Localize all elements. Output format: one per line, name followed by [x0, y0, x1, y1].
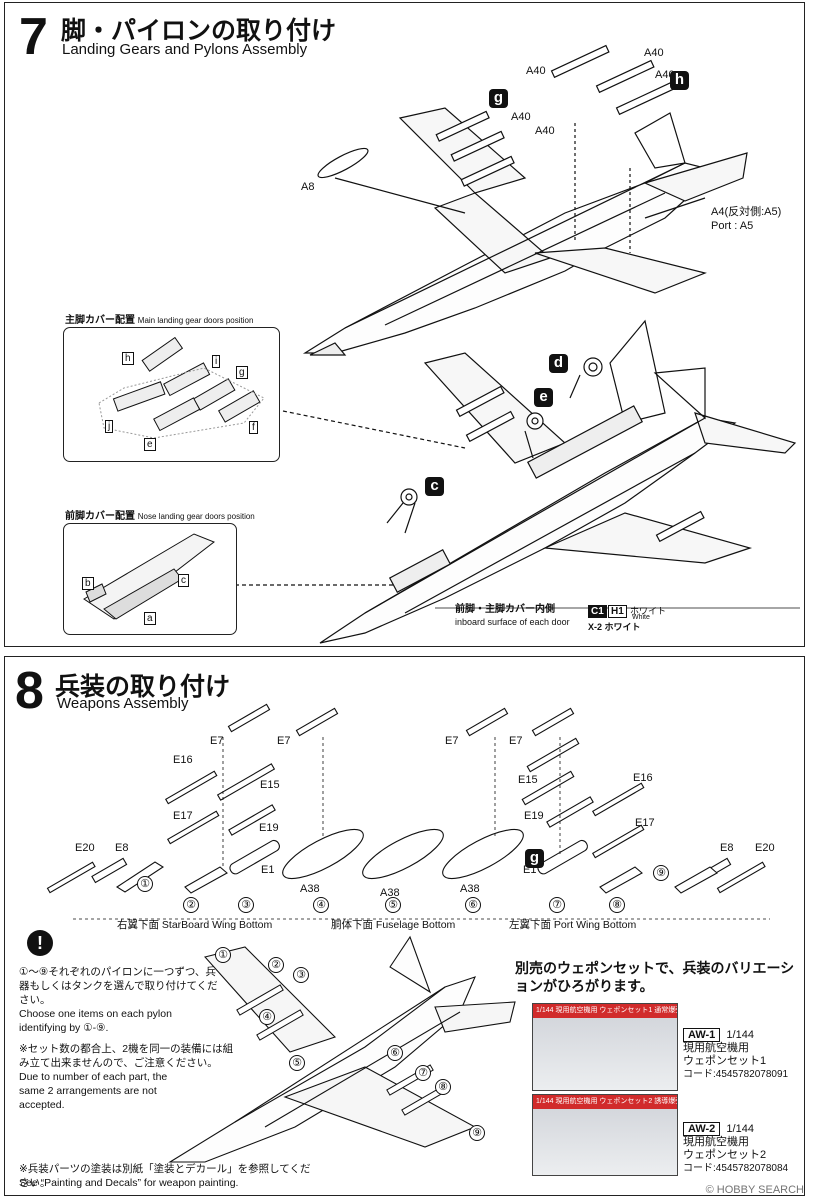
note3-en: See “Painting and Decals” for weapon pai… [19, 1177, 239, 1189]
part-e7: E7 [509, 735, 523, 747]
step7-panel: 7 脚・パイロンの取り付け Landing Gears and Pylons A… [4, 2, 805, 647]
main-doors-box: h i g j e f [63, 327, 280, 462]
aircraft-pylon-4: ④ [259, 1009, 275, 1025]
aircraft-pylon-1: ① [215, 947, 231, 963]
pylon-1: ① [137, 876, 153, 892]
badge-d: d [549, 354, 568, 373]
part-port-a5: Port : A5 [711, 220, 754, 232]
pylon-9: ⑨ [653, 865, 669, 881]
part-e7: E7 [445, 735, 459, 747]
part-e8: E8 [720, 842, 734, 854]
pylon-7: ⑦ [549, 897, 565, 913]
main-doors-title: 主脚カバー配置 Main landing gear doors position [65, 315, 254, 326]
note2-ja: ※セット数の都合上、2機を同一の装備には組み立て出来ませんので、ご注意ください。 [19, 1043, 234, 1069]
part-a40: A40 [655, 69, 675, 81]
pylon-5: ⑤ [385, 897, 401, 913]
note1-en: Choose one items on each pylon identifyi… [19, 1008, 172, 1034]
part-a8: A8 [301, 181, 315, 193]
warning-icon: ! [27, 930, 53, 956]
badge-g: g [489, 89, 508, 108]
paint-white-ja: ホワイト [630, 606, 667, 616]
step8-drawing [46, 703, 770, 1163]
part-e19: E19 [259, 822, 279, 834]
zone-port: 左翼下面 Port Wing Bottom [509, 919, 637, 931]
part-e17: E17 [173, 810, 193, 822]
step8-title-ja: 兵装の取り付け [55, 673, 231, 701]
paint-h1: H1 [608, 605, 627, 618]
part-e16: E16 [633, 772, 653, 784]
note1-ja: ①～⑨それぞれのパイロンに一つずつ、兵器もしくはタンクを選んで取り付けてください… [19, 966, 218, 1006]
nose-doors-title: 前脚カバー配置 Nose landing gear doors position [65, 511, 255, 522]
product-aw2-info: AW-2 1/144 現用航空機用 ウェポンセット2 コード:454578207… [683, 1122, 789, 1174]
step8-number: 8 [15, 662, 44, 720]
part-a40: A40 [526, 65, 546, 77]
aircraft-pylon-5: ⑤ [289, 1055, 305, 1071]
paint-x2: X-2 ホワイト [588, 622, 641, 632]
part-e1: E1 [261, 864, 275, 876]
step7-number: 7 [19, 8, 48, 66]
part-e8: E8 [115, 842, 129, 854]
step7-title-ja: 脚・パイロンの取り付け [61, 17, 337, 45]
watermark: © HOBBY SEARCH [705, 1184, 804, 1196]
promo-text: 別売のウェポンセットで、兵装のバリエーションがひろがります。 [515, 960, 795, 994]
product-aw2-box-image: 1/144 現用航空機用 ウェポンセット2 誘導爆弾&ミサイル 40～ [532, 1094, 678, 1176]
pylon-8: ⑧ [609, 897, 625, 913]
aircraft-pylon-2: ② [268, 957, 284, 973]
note2-en: Due to number of each part, the same 2 a… [19, 1071, 168, 1111]
badge-e: e [534, 388, 553, 407]
aircraft-pylon-8: ⑧ [435, 1079, 451, 1095]
product-aw1-box-image: 1/144 現用航空機用 ウェポンセット1 通常爆弾&ミサイル 60～ [532, 1003, 678, 1091]
step7-drawing [235, 44, 800, 644]
badge-c: c [425, 477, 444, 496]
product-aw1-box-head: 1/144 現用航空機用 ウェポンセット1 通常爆弾&ミサイル 60～ [533, 1004, 677, 1018]
part-e20: E20 [755, 842, 775, 854]
badge-h: h [670, 71, 689, 90]
note3-ja: ※兵装パーツの塗装は別紙「塗装とデカール」を参照してください。 [19, 1163, 311, 1189]
aircraft-pylon-6: ⑥ [387, 1045, 403, 1061]
part-a40: A40 [535, 125, 555, 137]
part-a4-note: A4(反対側:A5) [711, 206, 782, 218]
pylon-4: ④ [313, 897, 329, 913]
step7-title-en: Landing Gears and Pylons Assembly [62, 41, 308, 58]
aircraft-pylon-3: ③ [293, 967, 309, 983]
product-aw1-info: AW-1 1/144 現用航空機用 ウェポンセット1 コード:454578207… [683, 1028, 789, 1080]
part-e15: E15 [260, 779, 280, 791]
part-a40: A40 [644, 47, 664, 59]
part-a38: A38 [380, 887, 400, 899]
aircraft-pylon-9: ⑨ [469, 1125, 485, 1141]
paint-white-en: White [632, 614, 650, 621]
paint-label-en: inboard surface of each door [455, 617, 570, 627]
part-a40: A40 [511, 111, 531, 123]
step8-title-en: Weapons Assembly [57, 695, 189, 712]
nose-doors-box: b c a [63, 523, 237, 635]
part-e7: E7 [277, 735, 291, 747]
pylon-6: ⑥ [465, 897, 481, 913]
paint-label-ja: 前脚・主脚カバー内側 [455, 604, 555, 615]
badge-g: g [525, 849, 544, 868]
part-e20: E20 [75, 842, 95, 854]
part-a38: A38 [300, 883, 320, 895]
zone-starboard: 右翼下面 StarBoard Wing Bottom [117, 919, 273, 931]
part-e16: E16 [173, 754, 193, 766]
product-aw2-box-head: 1/144 現用航空機用 ウェポンセット2 誘導爆弾&ミサイル 40～ [533, 1095, 677, 1109]
paint-c1: C1 [588, 605, 607, 618]
step8-panel: 8 兵装の取り付け Weapons Assembly [4, 656, 805, 1196]
pylon-2: ② [183, 897, 199, 913]
part-e17: E17 [635, 817, 655, 829]
zone-fuselage: 胴体下面 Fuselage Bottom [331, 919, 456, 931]
part-e7: E7 [210, 735, 224, 747]
part-e19: E19 [524, 810, 544, 822]
part-e15: E15 [518, 774, 538, 786]
part-a38: A38 [460, 883, 480, 895]
pylon-3: ③ [238, 897, 254, 913]
aircraft-pylon-7: ⑦ [415, 1065, 431, 1081]
